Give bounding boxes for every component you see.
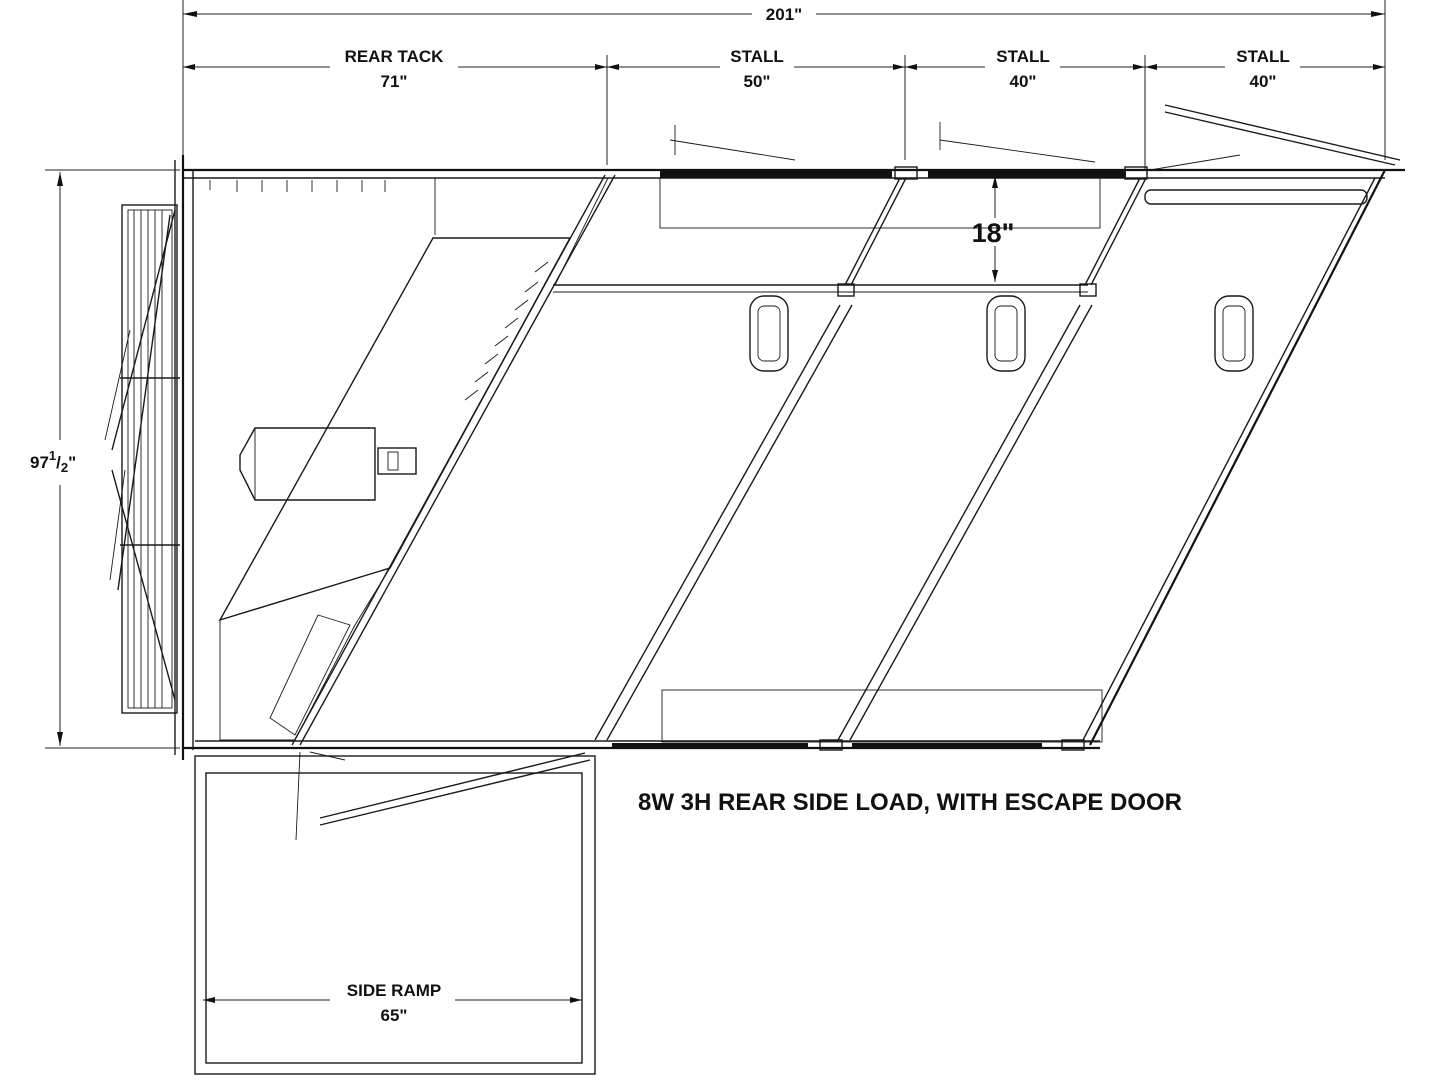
side-ramp-value: 65" <box>381 1006 408 1025</box>
rear-tack-label: REAR TACK <box>345 47 445 66</box>
stall3-label: STALL <box>1236 47 1290 66</box>
stall2-value: 40" <box>1010 72 1037 91</box>
rear-doors <box>104 204 180 714</box>
rear-tack-value: 71" <box>381 72 408 91</box>
width-label: 971/2" <box>30 448 76 475</box>
side-ramp-label: SIDE RAMP <box>347 981 441 1000</box>
stall1-value: 50" <box>744 72 771 91</box>
overall-length-label: 201" <box>766 5 802 24</box>
gap-dimension-label: 18" <box>972 218 1015 248</box>
stall3-value: 40" <box>1250 72 1277 91</box>
stall1-label: STALL <box>730 47 784 66</box>
stall-windows <box>749 295 1254 372</box>
dimension-labels: 201" REAR TACK 71" STALL 50" STALL 40" S… <box>30 5 1290 1025</box>
stall2-label: STALL <box>996 47 1050 66</box>
stall-dividers <box>291 166 1148 751</box>
escape-door <box>669 80 1401 205</box>
side-ramp <box>194 751 596 1075</box>
trailer-body <box>174 155 1405 760</box>
dimension-lines <box>45 0 1386 1003</box>
drawing-caption: 8W 3H REAR SIDE LOAD, WITH ESCAPE DOOR <box>638 789 1182 816</box>
rear-tack-area <box>218 237 572 741</box>
